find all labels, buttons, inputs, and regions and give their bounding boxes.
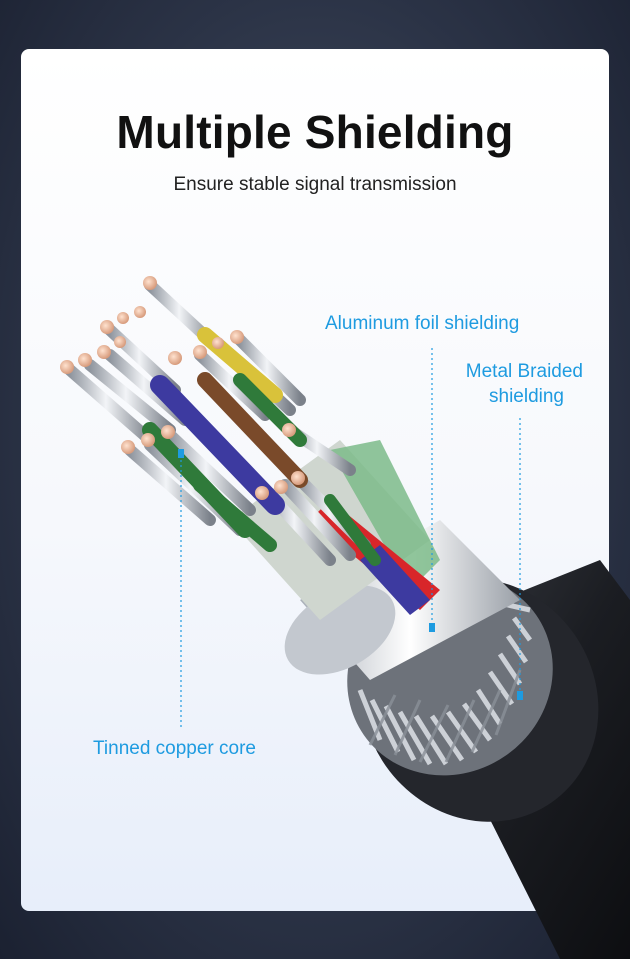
braided-shielding-label-line1: Metal Braided bbox=[465, 361, 583, 382]
conductor-wires bbox=[60, 276, 381, 566]
braid-marker bbox=[517, 691, 523, 700]
foil-marker bbox=[429, 623, 435, 632]
foil-shielding-label: Aluminum foil shielding bbox=[325, 313, 520, 334]
copper-core-label: Tinned copper core bbox=[93, 738, 257, 759]
core-marker bbox=[178, 449, 184, 458]
callout-lines bbox=[180, 348, 521, 730]
braided-shielding-label-line2: shielding bbox=[489, 386, 564, 407]
callout-markers bbox=[178, 449, 523, 700]
page-title: Multiple Shielding bbox=[116, 106, 514, 158]
page-subtitle: Ensure stable signal transmission bbox=[173, 174, 457, 195]
